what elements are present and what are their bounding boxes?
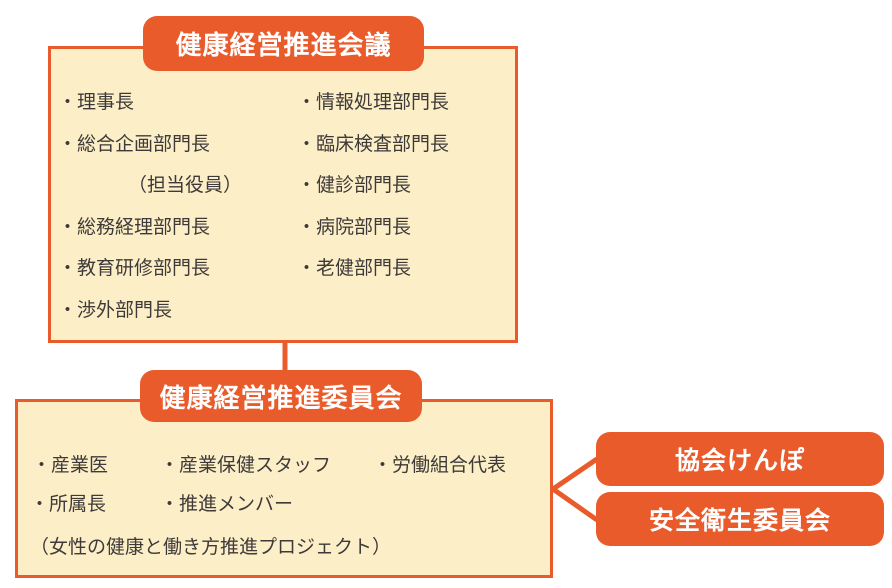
committee-member-item: ・推進メンバー xyxy=(160,494,294,515)
committee-title-header: 健康経営推進委員会 xyxy=(140,370,422,422)
committee-to-related-connector xyxy=(548,456,599,523)
committee-member-item: ・労働組合代表 xyxy=(373,455,507,476)
safety-health-committee-box: 安全衛生委員会 xyxy=(596,492,884,546)
council-member-item: ・臨床検査部門長 xyxy=(297,133,450,155)
council-left-column: ・理事長 ・総合企画部門長 （担当役員） ・総務経理部門長 ・教育研修部門長 ・… xyxy=(58,80,242,329)
council-member-item: ・教育研修部門長 xyxy=(58,258,211,280)
committee-member-item: ・所属長 xyxy=(30,494,107,515)
council-member-item: ・理事長 xyxy=(58,92,135,114)
kyokai-kenpo-box: 協会けんぽ xyxy=(596,432,884,486)
committee-box: ・産業医 ・産業保健スタッフ ・労働組合代表 ・所属長 ・推進メンバー （女性の… xyxy=(15,399,553,578)
committee-member-item: ・産業保健スタッフ xyxy=(160,455,332,476)
council-box: ・理事長 ・総合企画部門長 （担当役員） ・総務経理部門長 ・教育研修部門長 ・… xyxy=(48,46,518,343)
council-member-item: （担当役員） xyxy=(128,175,243,197)
council-member-item: ・総合企画部門長 xyxy=(58,133,211,155)
council-right-column: ・情報処理部門長 ・臨床検査部門長 ・健診部門長 ・病院部門長 ・老健部門長 xyxy=(297,80,449,288)
council-member-item: ・健診部門長 xyxy=(297,175,412,197)
council-title-header: 健康経営推進会議 xyxy=(143,16,424,71)
council-member-item: ・老健部門長 xyxy=(297,258,412,280)
council-member-item: ・渉外部門長 xyxy=(58,299,173,321)
council-member-item: ・総務経理部門長 xyxy=(58,216,211,238)
committee-note: （女性の健康と働き方推進プロジェクト） xyxy=(30,537,392,558)
committee-member-item: ・産業医 xyxy=(32,455,109,476)
council-member-item: ・病院部門長 xyxy=(297,216,412,238)
council-member-item: ・情報処理部門長 xyxy=(297,92,450,114)
